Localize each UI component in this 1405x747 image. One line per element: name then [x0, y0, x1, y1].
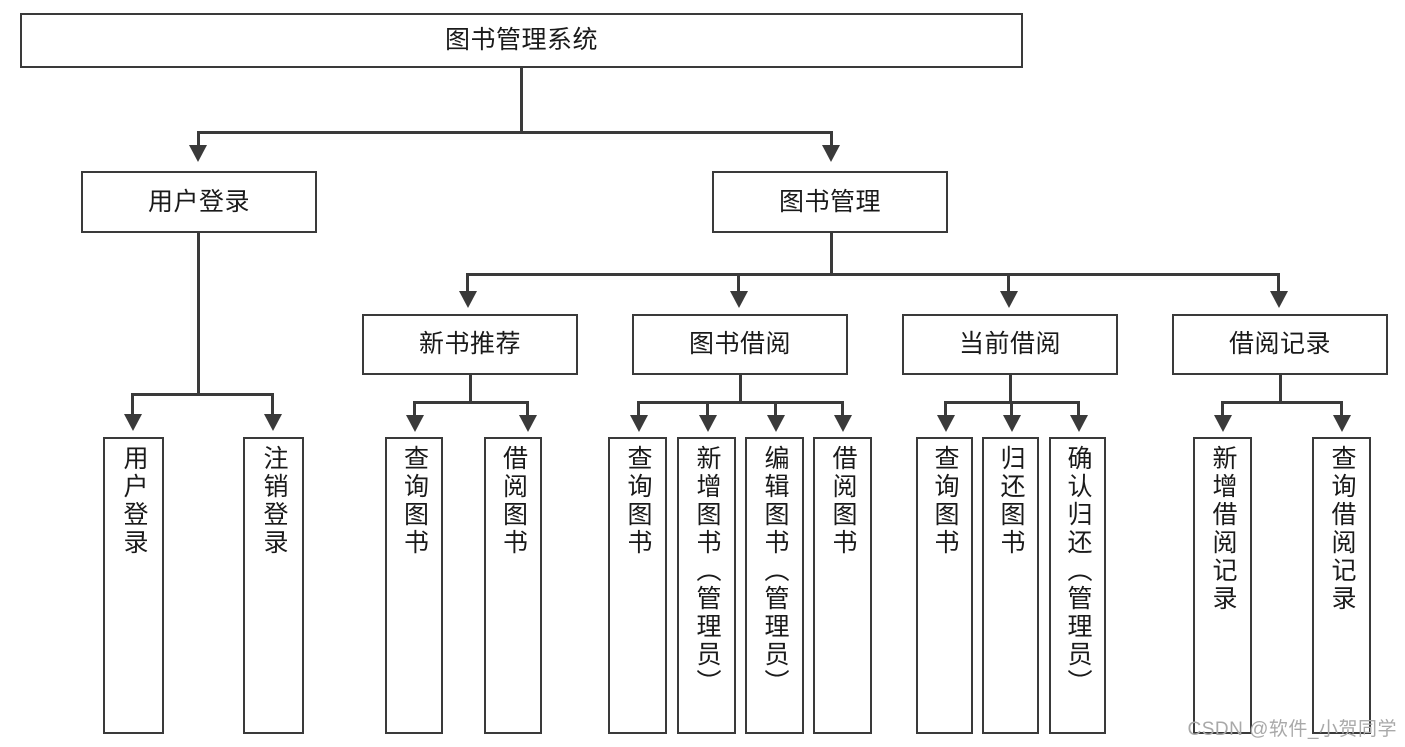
connector-root-to-book-manage: [830, 131, 833, 148]
connector-user-login-right: [271, 393, 274, 416]
leaf-current-borrow-return-book[interactable]: 归还图书: [982, 437, 1039, 734]
connector-book-borrow-c4: [841, 401, 844, 417]
leaf-book-borrow-add-book-admin[interactable]: 新增图书（管理员）: [677, 437, 736, 734]
arrowhead-book-borrow-leaf-1: [630, 415, 648, 432]
node-user-login[interactable]: 用户登录: [81, 171, 317, 233]
connector-book-borrow-c1: [637, 401, 640, 417]
leaf-borrow-record-add-record[interactable]: 新增借阅记录: [1193, 437, 1252, 734]
connector-borrow-record-stem: [1279, 375, 1282, 404]
connector-book-manage-to-new-book: [466, 273, 469, 293]
connector-current-borrow-c3: [1077, 401, 1080, 417]
connector-borrow-record-right: [1340, 401, 1343, 417]
connector-root-bus: [197, 131, 833, 134]
connector-borrow-record-left: [1221, 401, 1224, 417]
arrowhead-book-borrow-leaf-4: [834, 415, 852, 432]
node-label: 查询图书: [400, 445, 429, 557]
node-label: 归还图书: [997, 445, 1025, 557]
node-current-borrow[interactable]: 当前借阅: [902, 314, 1118, 375]
connector-new-book-right: [526, 401, 529, 417]
arrowhead-new-book-leaf-1: [406, 415, 424, 432]
leaf-book-borrow-borrow-book[interactable]: 借阅图书: [813, 437, 872, 734]
node-label: 图书管理: [778, 187, 881, 216]
arrowhead-current-borrow-leaf-2: [1003, 415, 1021, 432]
node-label: 图书管理系统: [444, 26, 598, 55]
connector-book-borrow-c3: [774, 401, 777, 417]
arrowhead-root-to-user-login: [189, 145, 207, 162]
connector-user-login-stem: [197, 233, 200, 396]
node-label: 当前借阅: [958, 330, 1061, 359]
arrowhead-root-to-book-manage: [822, 145, 840, 162]
node-label: 新增图书（管理员）: [693, 445, 721, 697]
node-label: 确认归还（管理员）: [1064, 445, 1092, 697]
connector-user-login-bus: [131, 393, 271, 396]
node-root-system[interactable]: 图书管理系统: [20, 13, 1023, 68]
node-label: 查询图书: [624, 445, 652, 557]
node-label: 编辑图书（管理员）: [761, 445, 789, 697]
arrowhead-to-borrow-record: [1270, 291, 1288, 308]
arrowhead-current-borrow-leaf-3: [1070, 415, 1088, 432]
connector-new-book-stem: [469, 375, 472, 404]
node-label: 借阅图书: [829, 445, 857, 557]
leaf-book-borrow-edit-book-admin[interactable]: 编辑图书（管理员）: [745, 437, 804, 734]
arrowhead-to-current-borrow: [1000, 291, 1018, 308]
connector-root-stem: [520, 68, 523, 133]
node-label: 借阅图书: [499, 445, 528, 557]
node-label: 查询借阅记录: [1328, 445, 1356, 613]
leaf-user-login-login[interactable]: 用户登录: [103, 437, 164, 734]
arrowhead-to-new-book-recommend: [459, 291, 477, 308]
arrowhead-user-login-leaf-1: [124, 414, 142, 431]
arrowhead-current-borrow-leaf-1: [937, 415, 955, 432]
node-label: 注销登录: [260, 445, 288, 557]
connector-book-manage-to-book-borrow: [737, 273, 740, 293]
node-label: 借阅记录: [1228, 330, 1331, 359]
leaf-user-login-logout[interactable]: 注销登录: [243, 437, 304, 734]
watermark-text: CSDN @软件_小贺同学: [1187, 719, 1397, 740]
node-new-book-recommend[interactable]: 新书推荐: [362, 314, 578, 375]
connector-book-manage-to-borrow-record: [1277, 273, 1280, 293]
connector-book-manage-to-current-borrow: [1007, 273, 1010, 293]
node-label: 新增借阅记录: [1209, 445, 1237, 613]
connector-book-borrow-stem: [739, 375, 742, 404]
node-label: 新书推荐: [418, 330, 521, 359]
leaf-new-book-query-book[interactable]: 查询图书: [385, 437, 443, 734]
arrowhead-borrow-record-leaf-2: [1333, 415, 1351, 432]
node-borrow-record[interactable]: 借阅记录: [1172, 314, 1388, 375]
connector-user-login-left: [131, 393, 134, 416]
arrowhead-borrow-record-leaf-1: [1214, 415, 1232, 432]
arrowhead-book-borrow-leaf-3: [767, 415, 785, 432]
connector-book-manage-bus: [466, 273, 1280, 276]
leaf-borrow-record-query-record[interactable]: 查询借阅记录: [1312, 437, 1371, 734]
leaf-current-borrow-confirm-return-admin[interactable]: 确认归还（管理员）: [1049, 437, 1106, 734]
leaf-book-borrow-query-book[interactable]: 查询图书: [608, 437, 667, 734]
leaf-new-book-borrow-book[interactable]: 借阅图书: [484, 437, 542, 734]
arrowhead-user-login-leaf-2: [264, 414, 282, 431]
connector-current-borrow-c1: [944, 401, 947, 417]
connector-borrow-record-bus: [1221, 401, 1342, 404]
arrowhead-book-borrow-leaf-2: [699, 415, 717, 432]
leaf-current-borrow-query-book[interactable]: 查询图书: [916, 437, 973, 734]
connector-new-book-bus: [413, 401, 529, 404]
connector-current-borrow-stem: [1009, 375, 1012, 404]
connector-book-borrow-c2: [706, 401, 709, 417]
arrowhead-new-book-leaf-2: [519, 415, 537, 432]
node-book-borrow[interactable]: 图书借阅: [632, 314, 848, 375]
connector-book-borrow-bus: [637, 401, 844, 404]
node-label: 用户登录: [120, 445, 148, 557]
connector-root-to-user-login: [197, 131, 200, 148]
node-label: 图书借阅: [688, 330, 791, 359]
connector-book-manage-stem: [830, 233, 833, 276]
connector-current-borrow-c2: [1010, 401, 1013, 417]
connector-new-book-left: [413, 401, 416, 417]
node-label: 查询图书: [931, 445, 959, 557]
arrowhead-to-book-borrow: [730, 291, 748, 308]
node-book-manage[interactable]: 图书管理: [712, 171, 948, 233]
node-label: 用户登录: [147, 187, 250, 216]
